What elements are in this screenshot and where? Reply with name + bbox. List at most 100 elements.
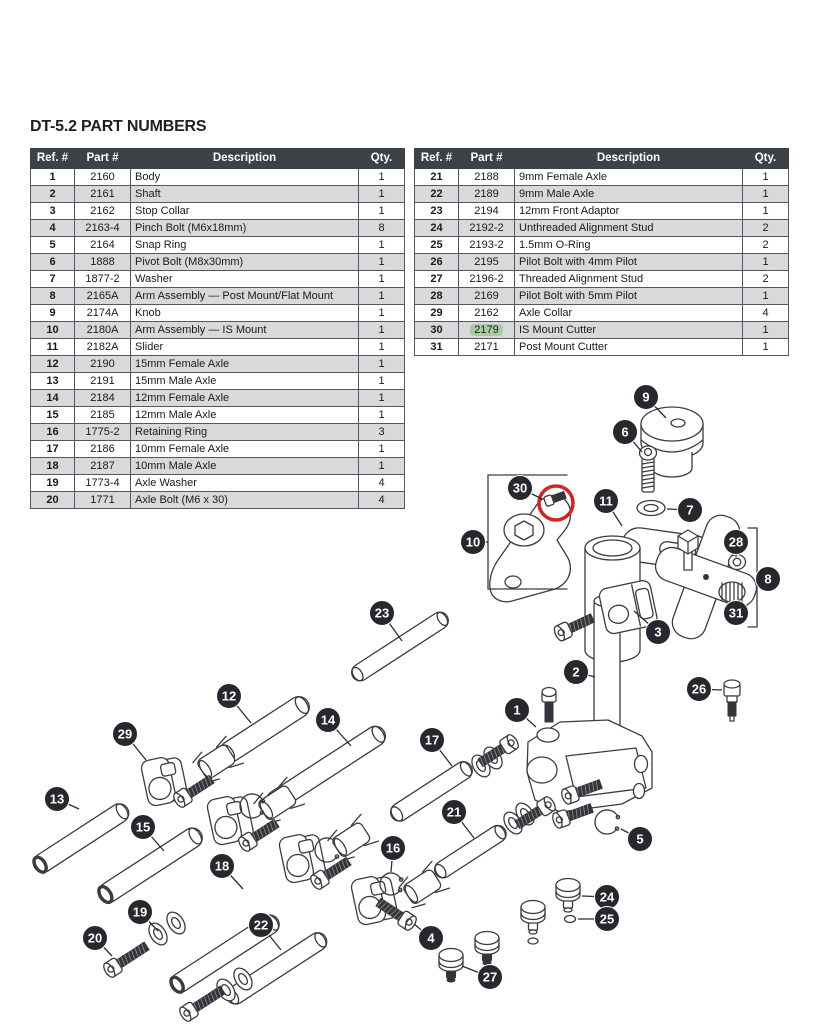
qty-cell: 1 (358, 371, 405, 390)
description-cell: Threaded Alignment Stud (514, 269, 743, 288)
callout-number: 1 (513, 703, 520, 718)
description-cell: 9mm Female Axle (514, 167, 743, 186)
ref-cell: 11 (30, 337, 75, 356)
ref-cell: 30 (414, 320, 459, 339)
ref-cell: 22 (414, 184, 459, 203)
part-cell: 2189 (458, 184, 515, 203)
callout-number: 15 (136, 820, 150, 835)
qty-cell: 2 (742, 218, 789, 237)
part-cell: 2185 (74, 405, 131, 424)
part-cell: 2165A (74, 286, 131, 305)
callout-26: 26 (686, 676, 723, 702)
description-cell: Knob (130, 303, 359, 322)
callout-23: 23 (369, 600, 403, 642)
callout-18: 18 (209, 853, 244, 890)
description-cell: 9mm Male Axle (514, 184, 743, 203)
part-cell: 2169 (458, 286, 515, 305)
description-cell: Axle Bolt (M6 x 30) (130, 490, 359, 509)
part-cell: 2179 (458, 320, 515, 339)
callout-27: 27 (461, 964, 503, 990)
part-cell: 2180A (74, 320, 131, 339)
qty-cell: 1 (358, 439, 405, 458)
callout-number: 11 (599, 494, 613, 509)
qty-cell: 4 (742, 303, 789, 322)
ref-cell: 21 (414, 167, 459, 186)
qty-cell: 4 (358, 473, 405, 492)
part-cell: 1771 (74, 490, 131, 509)
description-cell: Unthreaded Alignment Stud (514, 218, 743, 237)
callout-number: 19 (133, 905, 147, 920)
part-cell: 2192-2 (458, 218, 515, 237)
description-cell: Axle Collar (514, 303, 743, 322)
ref-cell: 28 (414, 286, 459, 305)
description-cell: 12mm Female Axle (130, 388, 359, 407)
column-header: Qty. (742, 148, 789, 169)
description-cell: Pinch Bolt (M6x18mm) (130, 218, 359, 237)
qty-cell: 1 (742, 167, 789, 186)
ref-cell: 14 (30, 388, 75, 407)
callout-number: 3 (654, 625, 661, 640)
callout-number: 5 (636, 832, 643, 847)
part-cell: 2187 (74, 456, 131, 475)
part-cell: 2186 (74, 439, 131, 458)
qty-cell: 1 (358, 337, 405, 356)
callout-21: 21 (441, 799, 475, 839)
callout-8: 8 (755, 566, 781, 592)
ref-cell: 9 (30, 303, 75, 322)
callout-20: 20 (82, 925, 113, 957)
part-cell: 2163-4 (74, 218, 131, 237)
description-cell: 15mm Female Axle (130, 354, 359, 373)
column-header: Part # (74, 148, 131, 169)
callout-10: 10 (460, 529, 488, 555)
description-cell: 1.5mm O-Ring (514, 235, 743, 254)
qty-cell: 1 (358, 201, 405, 220)
qty-cell: 1 (358, 388, 405, 407)
part-cell: 2191 (74, 371, 131, 390)
part-shapes (32, 406, 758, 1022)
part-cell: 2188 (458, 167, 515, 186)
callout-11: 11 (593, 488, 623, 527)
callout-number: 12 (222, 689, 236, 704)
column-header: Description (514, 148, 743, 169)
callout-number: 4 (427, 931, 435, 946)
qty-cell: 1 (742, 337, 789, 356)
qty-cell: 1 (358, 235, 405, 254)
callout-number: 28 (729, 535, 743, 550)
callout-number: 29 (118, 727, 132, 742)
callout-1: 1 (504, 697, 537, 728)
part-cell: 2161 (74, 184, 131, 203)
part-cell: 2195 (458, 252, 515, 271)
ref-cell: 1 (30, 167, 75, 186)
callout-12: 12 (216, 683, 252, 724)
callout-28: 28 (723, 529, 749, 557)
description-cell: Pilot Bolt with 5mm Pilot (514, 286, 743, 305)
ref-cell: 7 (30, 269, 75, 288)
callout-number: 25 (600, 912, 614, 927)
qty-cell: 8 (358, 218, 405, 237)
callout-3: 3 (633, 610, 671, 645)
callout-30: 30 (507, 475, 543, 501)
ref-cell: 6 (30, 252, 75, 271)
part-cell: 2196-2 (458, 269, 515, 288)
callout-16: 16 (380, 835, 406, 873)
ref-cell: 10 (30, 320, 75, 339)
callout-number: 10 (466, 535, 480, 550)
callout-5: 5 (620, 826, 653, 852)
